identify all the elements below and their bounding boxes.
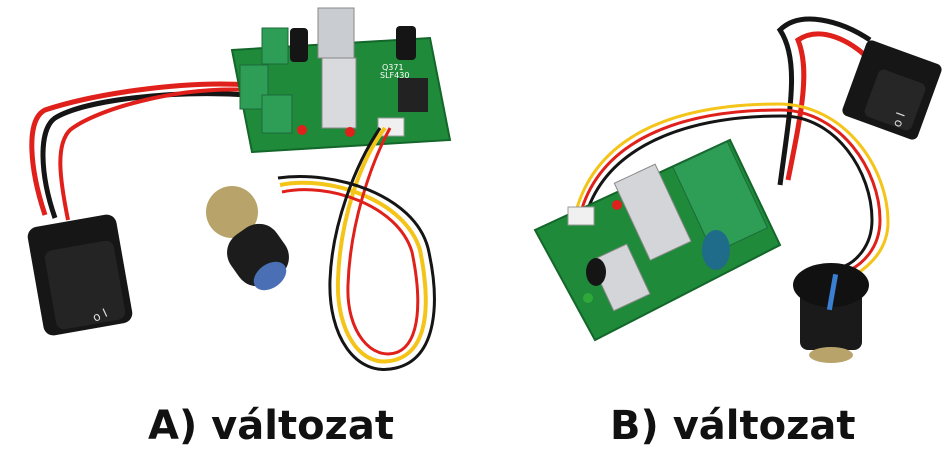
photo-variant-a: o I Q371 SLF430 bbox=[0, 0, 470, 390]
chip-label-a2: SLF430 bbox=[380, 71, 409, 80]
chip-label-a: Q371 bbox=[382, 63, 404, 72]
svg-text:o I: o I bbox=[90, 306, 109, 325]
wire-black-a2 bbox=[277, 127, 436, 371]
rocker-switch-a: o I bbox=[27, 214, 133, 336]
pcb-board-a: Q371 SLF430 bbox=[230, 7, 452, 154]
wire-red-a3 bbox=[281, 127, 420, 356]
wire-red-b2 bbox=[578, 108, 882, 272]
wire-red-a bbox=[29, 81, 251, 216]
wire-yellow-a bbox=[279, 126, 428, 364]
wire-red-a2 bbox=[58, 87, 251, 221]
wire-black-b bbox=[776, 16, 872, 186]
photo-variant-b: o I bbox=[480, 0, 951, 390]
wire-yellow-b bbox=[573, 102, 890, 277]
svg-text:o I: o I bbox=[890, 110, 908, 129]
potentiometer-b bbox=[793, 263, 869, 363]
caption-variant-b: B) változat bbox=[610, 403, 856, 449]
variant-b-illustration: o I bbox=[533, 16, 942, 363]
variant-a-illustration: o I Q371 SLF430 bbox=[27, 7, 452, 371]
wire-black-b2 bbox=[583, 114, 874, 268]
rocker-switch-b: o I bbox=[842, 40, 942, 140]
caption-variant-a: A) változat bbox=[148, 403, 394, 449]
potentiometer-a bbox=[206, 186, 289, 291]
wire-red-b bbox=[785, 31, 872, 181]
pcb-board-b bbox=[533, 138, 782, 342]
